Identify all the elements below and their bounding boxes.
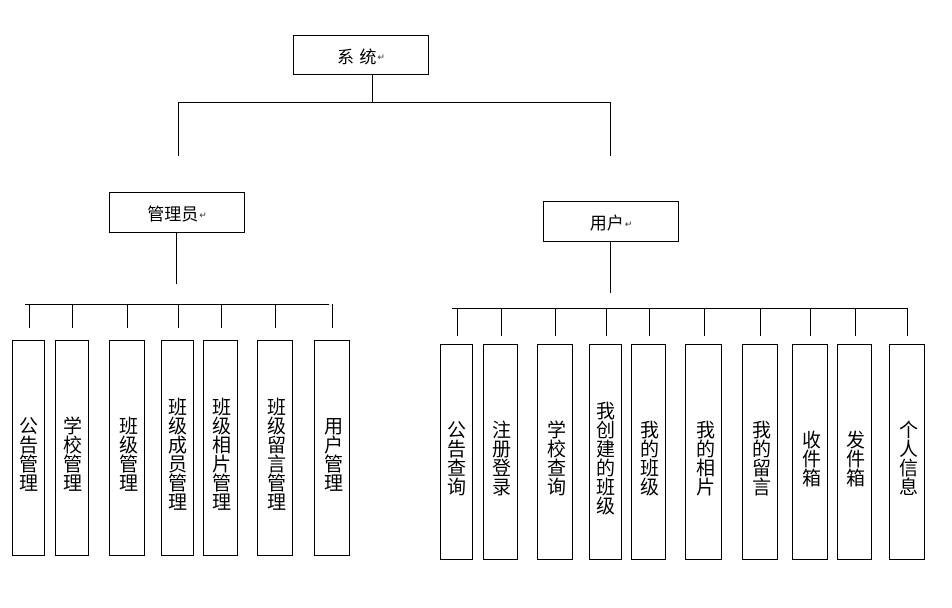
admin-child-label: 班级留言管理 bbox=[264, 397, 286, 511]
paragraph-mark-icon: ↵ bbox=[199, 210, 207, 221]
user-child-label: 学校查询 bbox=[544, 420, 566, 496]
admin-child-node: 学校管理 bbox=[55, 340, 89, 556]
user-child-label: 个人信息 bbox=[896, 420, 918, 496]
child-connector-line bbox=[275, 304, 276, 328]
admin-branch-line bbox=[25, 304, 329, 305]
admin-drop-line bbox=[178, 102, 179, 156]
child-connector-line bbox=[221, 304, 222, 328]
user-child-label: 发件箱 bbox=[843, 429, 865, 487]
user-child-label: 我的相片 bbox=[693, 420, 715, 496]
child-connector-line bbox=[555, 308, 556, 336]
child-connector-line bbox=[606, 308, 607, 336]
paragraph-mark-icon: ↵ bbox=[377, 53, 385, 63]
user-child-node: 注册登录 bbox=[483, 344, 518, 560]
child-connector-line bbox=[178, 304, 179, 328]
admin-child-label: 班级管理 bbox=[116, 416, 138, 492]
user-child-node: 发件箱 bbox=[837, 344, 872, 560]
admin-child-node: 公告管理 bbox=[12, 340, 45, 556]
child-connector-line bbox=[855, 308, 856, 336]
admin-child-node: 班级成员管理 bbox=[161, 340, 194, 556]
child-connector-line bbox=[810, 308, 811, 336]
user-child-node: 我的班级 bbox=[631, 344, 666, 560]
child-connector-line bbox=[501, 308, 502, 336]
admin-child-label: 用户管理 bbox=[321, 416, 343, 492]
root-branch-line bbox=[178, 102, 611, 103]
user-child-node: 学校查询 bbox=[537, 344, 573, 560]
root-stem-line bbox=[372, 75, 373, 103]
admin-child-node: 班级管理 bbox=[109, 340, 145, 556]
admin-child-label: 公告管理 bbox=[16, 416, 38, 492]
child-connector-line bbox=[704, 308, 705, 336]
user-stem-line bbox=[610, 242, 611, 293]
child-connector-line bbox=[332, 304, 333, 328]
child-connector-line bbox=[72, 304, 73, 328]
user-child-node: 我的留言 bbox=[742, 344, 778, 560]
user-node: 用户 ↵ bbox=[543, 201, 679, 242]
user-child-node: 个人信息 bbox=[889, 344, 925, 560]
user-child-label: 收件箱 bbox=[799, 429, 821, 487]
child-connector-line bbox=[457, 308, 458, 336]
user-child-label: 我的班级 bbox=[637, 420, 659, 496]
user-child-node: 公告查询 bbox=[440, 344, 473, 560]
paragraph-mark-icon: ↵ bbox=[624, 219, 633, 230]
admin-child-label: 班级成员管理 bbox=[165, 397, 187, 511]
child-connector-line bbox=[907, 308, 908, 336]
user-drop-line bbox=[610, 102, 611, 156]
admin-child-label: 班级相片管理 bbox=[209, 397, 231, 511]
user-child-label: 我创建的班级 bbox=[593, 401, 615, 515]
user-child-node: 我的相片 bbox=[685, 344, 722, 560]
admin-child-node: 班级留言管理 bbox=[257, 340, 293, 556]
user-child-node: 我创建的班级 bbox=[589, 344, 622, 560]
admin-node: 管理员 ↵ bbox=[109, 192, 245, 233]
child-connector-line bbox=[760, 308, 761, 336]
admin-child-label: 学校管理 bbox=[60, 416, 82, 492]
user-node-label: 用户 bbox=[589, 214, 624, 234]
admin-child-node: 用户管理 bbox=[314, 340, 350, 556]
root-node: 系 统 ↵ bbox=[293, 35, 429, 75]
user-branch-line bbox=[452, 308, 908, 309]
child-connector-line bbox=[29, 304, 30, 328]
root-node-label: 系 统 bbox=[337, 47, 377, 68]
admin-node-label: 管理员 bbox=[147, 205, 199, 225]
user-child-node: 收件箱 bbox=[792, 344, 828, 560]
user-child-label: 注册登录 bbox=[489, 420, 511, 496]
admin-child-node: 班级相片管理 bbox=[203, 340, 238, 556]
admin-stem-line bbox=[176, 233, 177, 284]
user-child-label: 公告查询 bbox=[444, 420, 466, 496]
child-connector-line bbox=[127, 304, 128, 328]
child-connector-line bbox=[649, 308, 650, 336]
user-child-label: 我的留言 bbox=[749, 420, 771, 496]
